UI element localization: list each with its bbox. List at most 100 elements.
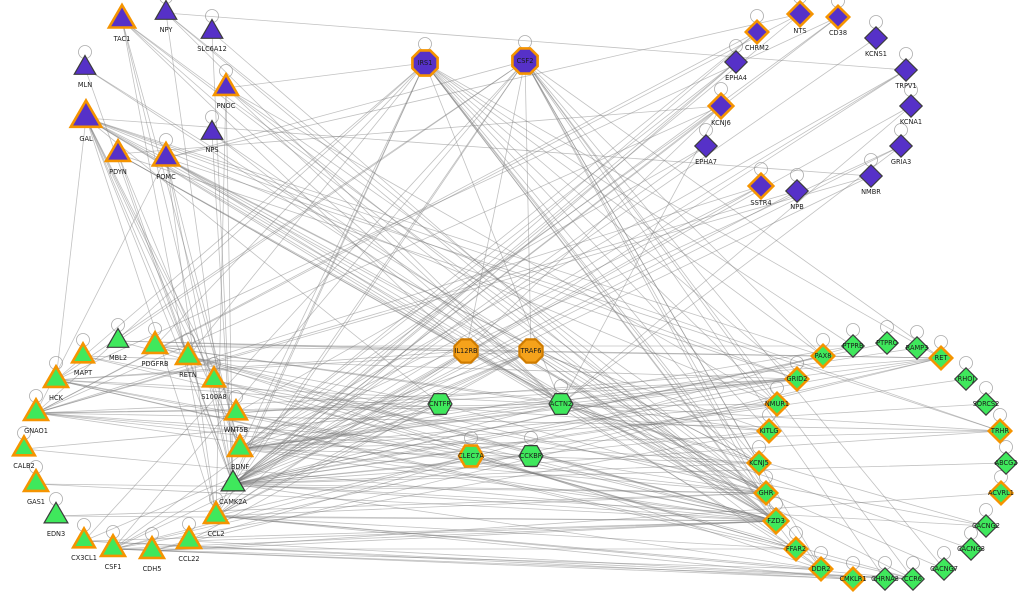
edge [117,153,234,485]
edge [154,345,562,405]
node-cx3cl1[interactable] [70,525,98,549]
node-chrna3[interactable] [872,566,898,592]
edge [211,31,234,485]
edge [232,60,526,485]
node-ddr2[interactable] [807,555,835,583]
node-gas1[interactable] [21,467,51,493]
node-kcnj6[interactable] [706,91,736,121]
node-kitlg[interactable] [755,417,783,445]
edge [165,60,526,159]
node-pdgfrb[interactable] [140,329,170,355]
edge [35,412,777,522]
node-pax8[interactable] [809,342,837,370]
node-nmur1[interactable] [763,390,791,418]
node-ccl22[interactable] [174,524,204,550]
node-mbl2[interactable] [106,327,130,348]
edge [35,483,777,522]
node-grid2[interactable] [783,365,811,393]
edge [121,19,467,352]
node-slc6a12[interactable] [200,18,224,39]
node-sorcs2[interactable] [973,391,999,417]
node-ptprb[interactable] [840,333,866,359]
edge [165,12,767,494]
node-ramp3[interactable] [904,335,930,361]
node-npy[interactable] [154,0,178,20]
node-cdh5[interactable] [137,534,167,560]
node-sstr4[interactable] [746,171,776,201]
node-cmklr1[interactable] [839,565,867,593]
node-kcns1[interactable] [863,25,889,51]
edge [55,379,914,580]
node-nmbr[interactable] [858,163,884,189]
node-cacng3[interactable] [958,536,984,562]
node-wnt5b[interactable] [222,397,250,421]
node-trpv1[interactable] [893,57,919,83]
node-acvrl1[interactable] [987,479,1015,507]
node-cckbr[interactable] [518,445,544,467]
node-cacng2[interactable] [973,513,999,539]
node-calb2[interactable] [10,433,38,457]
node-gria3[interactable] [888,133,914,159]
node-mapt[interactable] [69,340,97,364]
node-csf1[interactable] [98,532,128,558]
node-nts[interactable] [785,0,815,29]
node-nps[interactable] [200,119,224,140]
node-il12rb[interactable] [453,338,479,364]
node-epha4[interactable] [723,49,749,75]
edge [121,19,777,522]
edge [35,105,722,414]
node-cntfr[interactable] [427,393,453,415]
node-epha7[interactable] [693,133,719,159]
edge [165,157,767,494]
node-mln[interactable] [73,54,97,75]
node-camk2a[interactable] [220,469,246,492]
edge [524,60,886,580]
node-s100a8[interactable] [200,364,228,388]
node-ccr6[interactable] [900,566,926,592]
edge [232,355,824,485]
node-pnoc[interactable] [211,71,241,97]
node-abcg2[interactable] [993,450,1019,476]
node-ptpro[interactable] [874,330,900,356]
edge [560,145,902,405]
edge [117,153,562,405]
edge [112,350,532,550]
node-hck[interactable] [41,363,71,389]
edge [530,350,822,570]
node-ccl2[interactable] [201,499,231,525]
node-kcna1[interactable] [898,93,924,119]
node-ret[interactable] [927,344,955,372]
node-cd38[interactable] [824,3,852,31]
node-retn[interactable] [173,340,203,366]
node-trhr[interactable] [986,417,1014,445]
node-kcnj5[interactable] [745,449,773,477]
node-ghr[interactable] [752,479,780,507]
node-chrm2[interactable] [743,18,771,46]
node-rhoj[interactable] [953,366,979,392]
node-traf6[interactable] [518,338,544,364]
node-actn2[interactable] [548,393,574,415]
node-gnao1[interactable] [21,396,51,422]
node-ffar2[interactable] [782,535,810,563]
edge [55,350,467,381]
edge [154,345,822,570]
edge [232,483,777,522]
node-pomc[interactable] [150,140,182,167]
node-edn3[interactable] [43,501,69,524]
edge [225,87,760,464]
node-tac1[interactable] [106,2,138,29]
node-irs1[interactable] [411,49,439,77]
node-bdnf[interactable] [225,432,255,458]
node-fzd3[interactable] [761,506,791,536]
node-csf2[interactable] [511,47,539,75]
self-loop-edge [464,431,478,445]
node-gal[interactable] [68,97,104,129]
edge [232,105,912,485]
node-clec7a[interactable] [457,444,485,468]
node-npb[interactable] [784,178,810,204]
node-cacng7[interactable] [931,556,957,582]
edge [83,540,854,580]
node-pdyn[interactable] [103,137,133,163]
